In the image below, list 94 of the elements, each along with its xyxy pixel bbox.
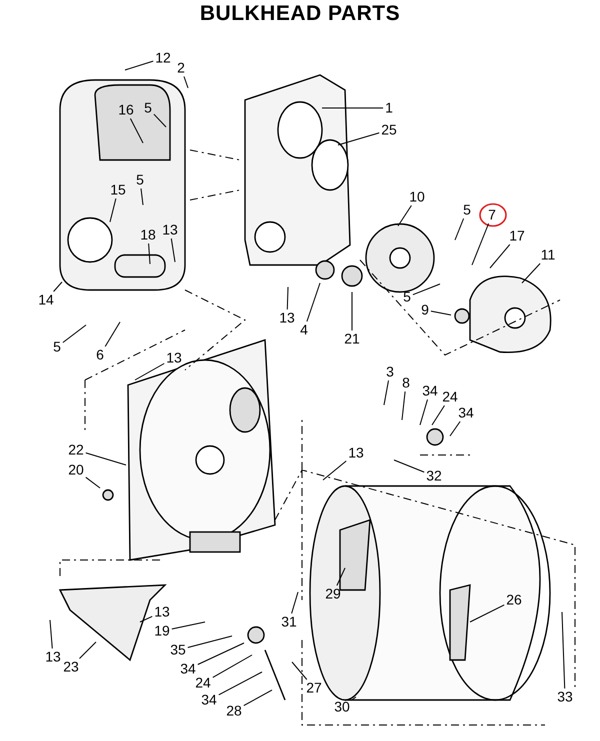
callout-number: 5 [135,172,145,188]
leader-line [85,476,100,488]
leader-line [522,263,541,284]
callout-number: 13 [347,446,365,460]
callout-number: 16 [117,102,135,118]
callout-number: 13 [161,222,179,238]
callout-number: 5 [402,290,412,304]
callout-number: 20 [67,462,85,478]
callout-number: 27 [305,680,323,696]
callout-number: 31 [280,614,298,630]
callout-number: 6 [95,348,105,362]
leader-line [291,592,298,614]
callout-number: 23 [62,660,80,674]
leader-line [384,380,389,406]
callout-number: 34 [200,692,218,708]
callout-number: 5 [462,202,472,218]
callout-number: 26 [505,592,523,608]
callout-number: 13 [278,310,296,326]
leader-line [79,642,96,659]
callout-number: 10 [408,190,426,204]
callout-number: 5 [143,100,153,116]
callout-number: 13 [153,604,171,620]
callout-number: 15 [109,182,127,198]
leader-line [322,460,347,480]
leader-line [336,568,346,586]
diagram-title: BULKHEAD PARTS [198,2,402,26]
leader-line [338,132,380,146]
leader-line [134,363,165,380]
callout-number: 34 [179,662,197,676]
leader-line [430,310,452,316]
leader-line [450,421,461,436]
leader-line [398,205,412,226]
leader-line [153,114,166,128]
callout-number: 25 [380,122,398,138]
callout-number: 24 [441,390,459,404]
callout-number: 12 [154,50,172,66]
leader-line [197,642,244,665]
leader-line [454,218,464,240]
callout-number: 21 [343,332,361,346]
leader-line [490,244,510,268]
leader-line [140,188,144,206]
callout-number: 13 [44,650,62,664]
callout-number: 29 [324,586,342,602]
leader-line [470,604,505,622]
leader-line [130,118,144,144]
callout-number: 19 [153,624,171,638]
leader-line [292,662,308,680]
leader-line [402,391,406,420]
leader-line [286,286,288,310]
leader-line [562,612,566,689]
callout-number: 7 [487,208,497,222]
callout-number: 5 [52,340,62,354]
callout-number: 34 [457,406,475,420]
leader-line [140,616,153,622]
leader-line [187,636,232,648]
leader-line [50,620,53,649]
callout-number: 18 [139,228,157,242]
callout-number: 2 [176,60,186,76]
leader-line [351,696,356,700]
callout-number: 30 [333,700,351,714]
callout-number: 9 [420,302,430,318]
callout-number: 14 [37,292,55,308]
leader-line [184,76,188,88]
callout-number: 13 [165,350,183,366]
leader-line [110,198,116,222]
leader-line [124,60,154,70]
leader-line [104,322,120,347]
leader-line [171,622,206,630]
callout-number: 32 [425,468,443,484]
callout-number: 34 [421,384,439,398]
leader-line [62,324,86,343]
callout-number: 35 [169,642,187,658]
leader-line [243,690,272,706]
callout-number: 33 [556,690,574,704]
leader-line [412,284,440,296]
callout-number: 11 [540,248,556,262]
leader-line [218,672,262,696]
leader-line [212,654,252,678]
callout-number: 28 [225,704,243,718]
leader-line [394,460,425,473]
leader-line [148,243,150,264]
callout-number: 24 [194,676,212,690]
callout-number: 17 [508,228,526,244]
callout-number: 4 [299,322,309,338]
callout-number: 1 [384,100,394,116]
leader-line [53,282,62,292]
callout-number: 8 [401,376,411,390]
leader-line [432,405,445,426]
leader-line [420,399,428,426]
leader-line [306,282,320,322]
callout-number: 22 [67,442,85,458]
callout-number: 3 [385,364,395,380]
leader-line [170,238,176,262]
leader-line [85,452,126,466]
